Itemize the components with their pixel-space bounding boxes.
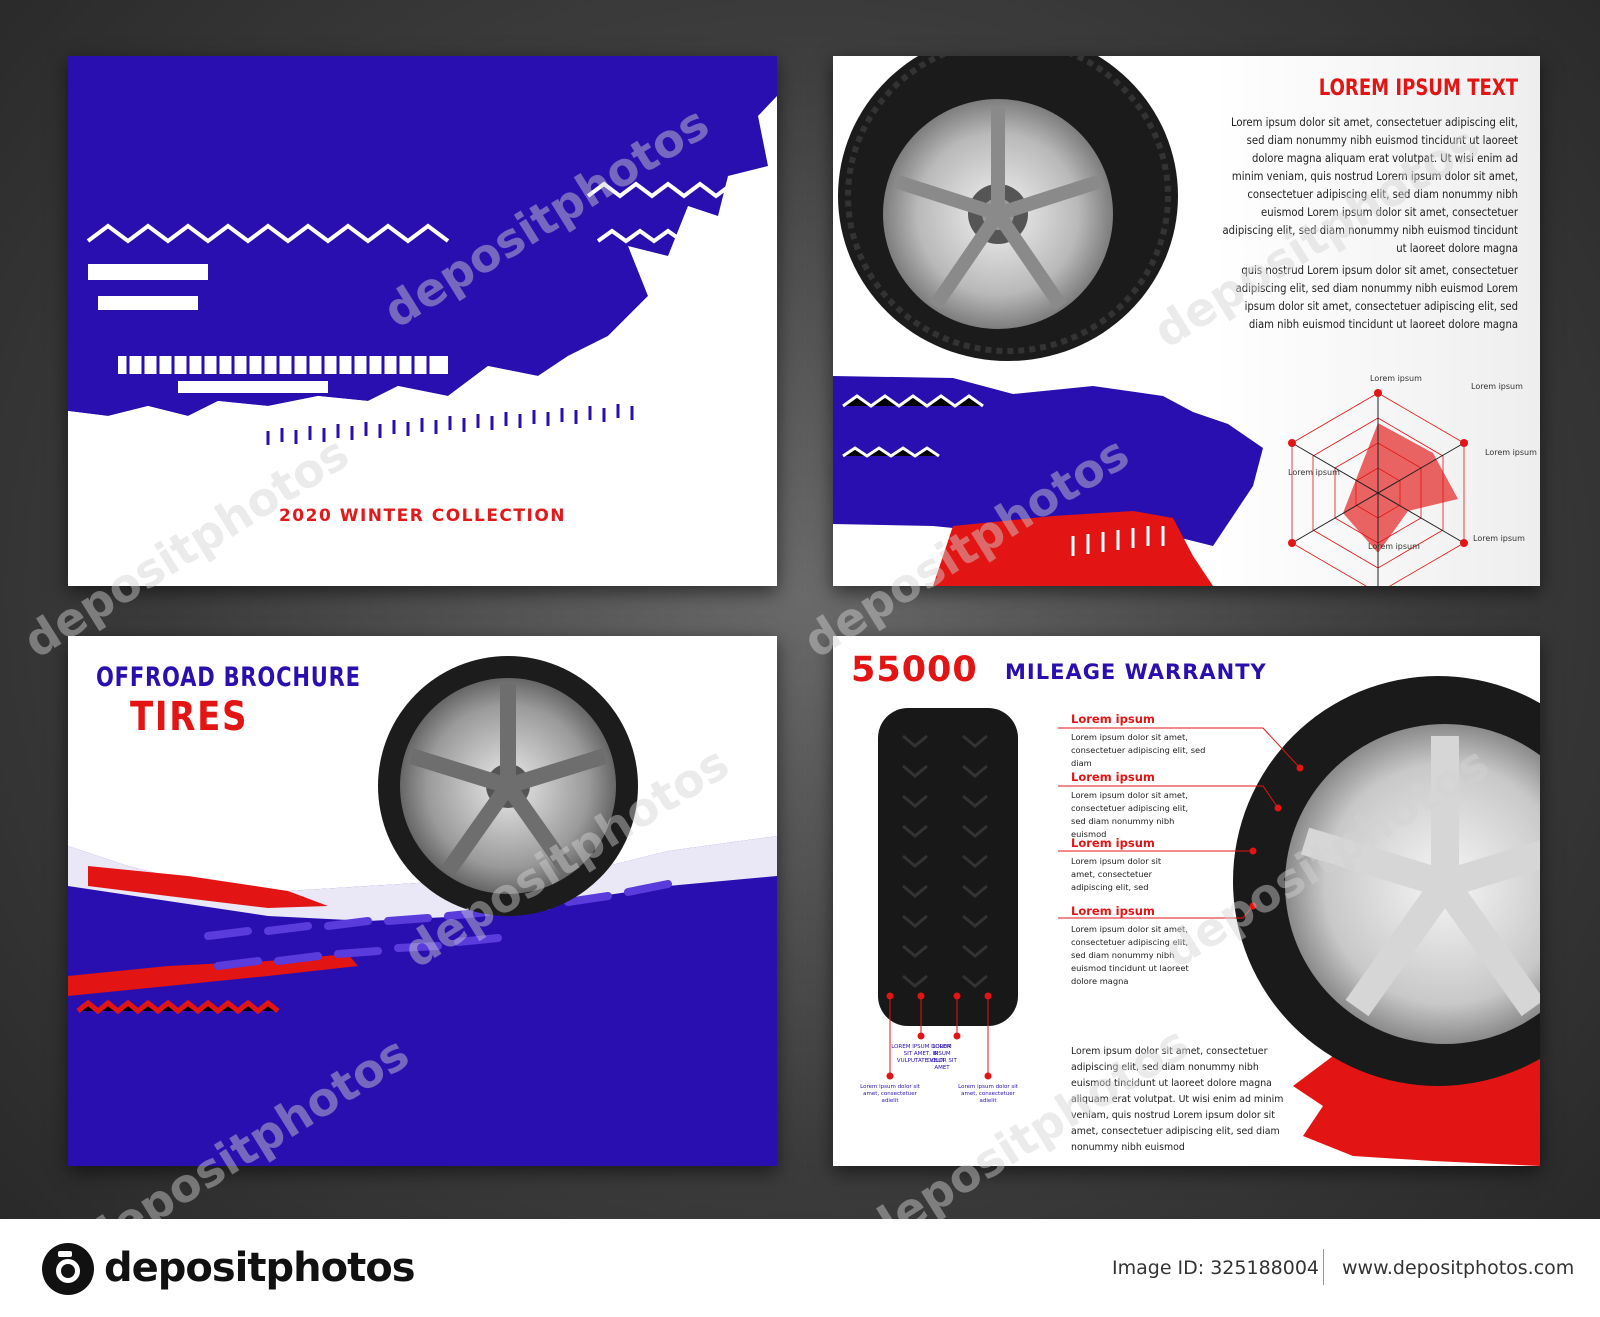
tread-note: Lorem ipsum dolor sit amet, consectetuer… (860, 1084, 920, 1104)
tire-illustration (838, 56, 1178, 361)
callout: Lorem ipsum Lorem ipsum dolor sit amet, … (1071, 770, 1271, 841)
tread-note: LOREM IPSUM DOLOR SIT AMET, IN VULPUTATE… (891, 1044, 951, 1064)
wheel-illustration (1233, 676, 1540, 1086)
callout-heading: Lorem ipsum (1071, 770, 1155, 784)
callout: Lorem ipsum Lorem ipsum dolor sit amet, … (1071, 904, 1271, 988)
divider (1323, 1249, 1324, 1285)
warranty-subtitle: MILEAGE WARRANTY (1005, 660, 1267, 684)
camera-logo-icon (42, 1243, 94, 1295)
tread-note: LOREM IPSUM DOLOR SIT AMET (927, 1044, 957, 1071)
image-id: Image ID: 325188004 (1112, 1257, 1320, 1279)
website-link[interactable]: www.depositphotos.com (1342, 1257, 1575, 1279)
warranty-paragraph: Lorem ipsum dolor sit amet, consectetuer… (1071, 1046, 1284, 1153)
tread-note: Lorem ipsum dolor sit amet, consectetuer… (958, 1084, 1018, 1104)
body-paragraph-2: quis nostrud Lorem ipsum dolor sit amet,… (1235, 264, 1518, 331)
callout: Lorem ipsum Lorem ipsum dolor sit amet, … (1071, 712, 1271, 770)
page-heading: LOREM IPSUM TEXT (1318, 76, 1518, 101)
offroad-page: OFFROAD BROCHURE TIRES (68, 636, 777, 1166)
brochure-title: OFFROAD BROCHURE (96, 662, 361, 693)
callout-heading: Lorem ipsum (1071, 904, 1155, 918)
callout-text: Lorem ipsum dolor sit amet, consectetuer… (1071, 856, 1162, 892)
callout-heading: Lorem ipsum (1071, 836, 1155, 850)
radar-label: Lorem ipsum (1485, 448, 1537, 457)
warranty-page: 55000 MILEAGE WARRANTY Lorem ipsum Lorem… (833, 636, 1540, 1166)
page4-graphics (878, 676, 1540, 1166)
grunge-background (68, 56, 777, 586)
cover-page: 2020 WINTER COLLECTION (68, 56, 777, 586)
callout-text: Lorem ipsum dolor sit amet, consectetuer… (1071, 790, 1189, 839)
callout-heading: Lorem ipsum (1071, 712, 1155, 726)
tire-tread-illustration (878, 708, 1018, 1026)
page2-graphics (833, 56, 1540, 586)
callout: Lorem ipsum Lorem ipsum dolor sit amet, … (1071, 836, 1271, 894)
radar-chart (1288, 389, 1468, 586)
radar-label: Lorem ipsum (1473, 534, 1525, 543)
warranty-number: 55000 (851, 650, 978, 690)
radar-label: Lorem ipsum (1471, 382, 1523, 391)
wheel-illustration (378, 656, 638, 916)
radar-label: Lorem ipsum (1288, 468, 1340, 477)
stock-footer: depositphotos Image ID: 325188004 www.de… (0, 1219, 1600, 1317)
brochure-subtitle: TIRES (130, 694, 249, 740)
page3-graphics (68, 656, 777, 1166)
callout-text: Lorem ipsum dolor sit amet, consectetuer… (1071, 924, 1189, 986)
info-page: LOREM IPSUM TEXT Lorem ipsum dolor sit a… (833, 56, 1540, 586)
brand-logo: depositphotos (104, 1245, 416, 1291)
collection-title: 2020 WINTER COLLECTION (278, 506, 567, 526)
body-paragraph-1: Lorem ipsum dolor sit amet, consectetuer… (1222, 116, 1518, 255)
callout-text: Lorem ipsum dolor sit amet, consectetuer… (1071, 732, 1206, 768)
radar-label: Lorem ipsum (1368, 542, 1420, 551)
radar-label: Lorem ipsum (1370, 374, 1422, 383)
